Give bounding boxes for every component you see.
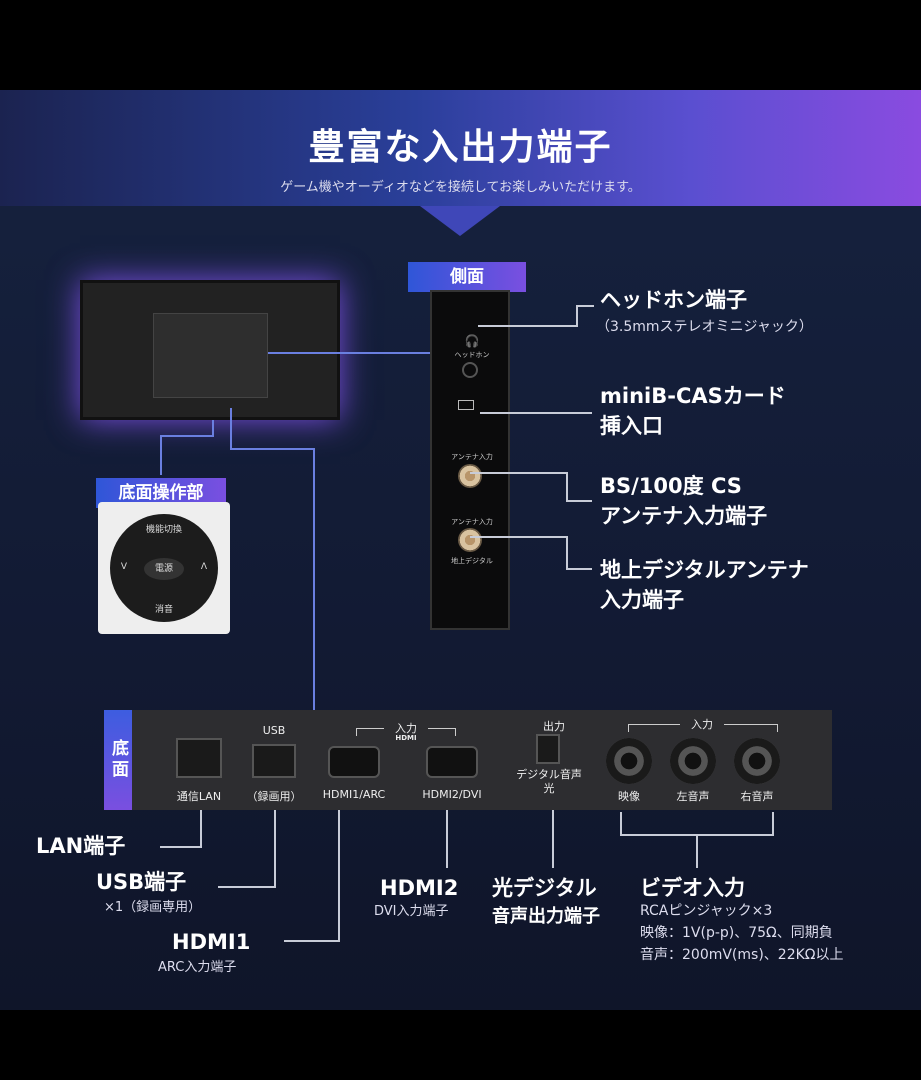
optical-label-2: 音声出力端子: [492, 906, 600, 927]
callout-line: [338, 810, 340, 942]
page-title: 豊富な入出力端子: [308, 126, 613, 168]
connector-line: [313, 448, 315, 710]
bs-antenna-port: [458, 464, 482, 488]
callout-line: [200, 810, 202, 848]
terrestrial-label-1: 地上デジタルアンテナ: [600, 558, 809, 582]
hdmi1-note: ARC入力端子: [158, 960, 237, 975]
headphone-jack: [462, 362, 478, 378]
callout-line: [566, 536, 568, 570]
callout-line: [566, 500, 592, 502]
callout-line: [552, 810, 554, 868]
hdmi1-label: HDMI1: [172, 930, 251, 954]
connector-line: [268, 352, 430, 354]
av-header: 入力: [680, 716, 724, 732]
lan-label: LAN端子: [36, 834, 126, 858]
callout-line: [470, 472, 566, 474]
callout-line: [576, 305, 594, 307]
headphone-note: （3.5mmステレオミニジャック）: [596, 319, 813, 335]
connector-line: [212, 420, 214, 437]
hdmi2-note: DVI入力端子: [374, 904, 449, 919]
connector-line: [230, 448, 314, 450]
side-tag: 側面: [408, 262, 526, 292]
bottom-panel-image: 底面 通信LAN USB （録画用） 入力 HDMI HDMI1/ARC HDM…: [104, 710, 832, 810]
bottom-control-panel: 機能切換 電源 消音 V Λ: [98, 502, 230, 634]
infographic: 豊富な入出力端子 ゲーム機やオーディオなどを接続してお楽しみいただけます。 底面…: [0, 90, 921, 1010]
bs-label-2: アンテナ入力端子: [600, 504, 768, 528]
callout-line: [218, 886, 276, 888]
callout-line: [446, 810, 448, 868]
connector-line: [230, 408, 232, 448]
callout-bracket: [620, 812, 774, 836]
usb-label: USB端子: [96, 870, 187, 894]
lan-port: [176, 738, 222, 778]
video-label: ビデオ入力: [640, 876, 745, 900]
callout-line: [480, 412, 592, 414]
channel-down-button[interactable]: V: [120, 562, 128, 572]
power-button[interactable]: 電源: [144, 558, 184, 580]
optical-header: 出力: [543, 720, 565, 733]
callout-line: [566, 568, 592, 570]
video-note-3: 音声：200mV(ms)、22KΩ以上: [640, 947, 844, 963]
hdmi-logo: HDMI: [395, 734, 417, 742]
hdmi2-label: HDMI2: [380, 876, 459, 900]
port-label: 通信LAN: [176, 790, 222, 803]
bcas-slot-icon: [458, 400, 474, 410]
usb-port: [252, 744, 296, 778]
port-label: HDMI1/ARC: [322, 788, 386, 801]
connector-line: [160, 435, 162, 475]
usb-note: ×1（録画専用）: [104, 900, 202, 915]
page-subtitle: ゲーム機やオーディオなどを接続してお楽しみいただけます。: [280, 180, 641, 195]
channel-up-button[interactable]: Λ: [200, 562, 208, 572]
hdmi-header: 入力: [384, 720, 428, 736]
terrestrial-antenna-port: [458, 528, 482, 552]
port-label: HDMI2/DVI: [422, 788, 482, 801]
mute-button[interactable]: 消音: [154, 605, 173, 615]
hdmi2-port: [426, 746, 478, 778]
callout-line: [470, 536, 566, 538]
port-label: 左音声: [676, 790, 710, 803]
video-note-2: 映像：1V(p-p)、75Ω、同期負: [640, 925, 833, 941]
port-label: 映像: [618, 790, 640, 803]
callout-line: [274, 810, 276, 888]
headphone-icon: 🎧: [464, 334, 480, 348]
side-panel-image: 🎧 ヘッドホン アンテナ入力 アンテナ入力 地上デジタル: [430, 290, 510, 630]
port-label: アンテナ入力: [451, 453, 493, 461]
banner-arrow: [420, 206, 500, 236]
audio-right-jack: [734, 738, 780, 784]
callout-line: [566, 472, 568, 502]
optical-port: [536, 734, 560, 764]
port-label: アンテナ入力: [451, 518, 493, 526]
port-label: ヘッドホン: [454, 351, 490, 359]
callout-line: [478, 325, 578, 327]
optical-label-1: 光デジタル: [492, 876, 597, 900]
tv-back-image: [80, 280, 340, 420]
port-label: デジタル音声 光: [516, 768, 582, 795]
bcas-label-1: miniB-CASカード: [600, 384, 786, 408]
callout-line: [576, 305, 578, 327]
terrestrial-label-2: 入力端子: [600, 588, 684, 612]
port-label: 右音声: [740, 790, 774, 803]
video-jack: [606, 738, 652, 784]
bottom-tag: 底面: [104, 710, 132, 810]
port-label: （録画用）: [246, 790, 302, 803]
port-label: 地上デジタル: [451, 557, 493, 565]
headphone-label: ヘッドホン端子: [600, 288, 747, 312]
function-switch-button[interactable]: 機能切換: [145, 525, 182, 535]
bcas-label-2: 挿入口: [600, 414, 663, 438]
video-note-1: RCAピンジャック×3: [640, 903, 773, 919]
header-banner: 豊富な入出力端子 ゲーム機やオーディオなどを接続してお楽しみいただけます。: [0, 90, 921, 206]
bs-label-1: BS/100度 CS: [600, 474, 742, 498]
callout-line: [284, 940, 340, 942]
callout-line: [160, 846, 202, 848]
usb-header: USB: [262, 724, 286, 737]
hdmi1-port: [328, 746, 380, 778]
audio-left-jack: [670, 738, 716, 784]
connector-line: [160, 435, 214, 437]
callout-line: [696, 836, 698, 868]
